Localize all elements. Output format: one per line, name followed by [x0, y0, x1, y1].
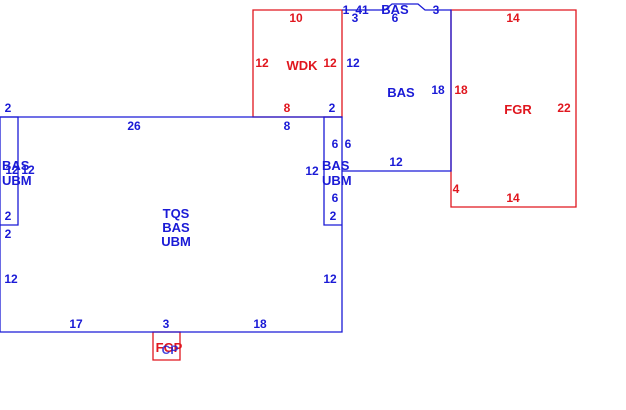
area-tqs: TQS	[163, 206, 190, 221]
area-wdk: WDK	[286, 58, 318, 73]
dim-right-wing-2: 2	[330, 209, 337, 223]
dim-bas-right-side: 12	[346, 56, 360, 70]
dim-main-bottom-18: 18	[253, 317, 267, 331]
area-bas-top-small: BAS	[381, 2, 409, 17]
area-fgr: FGR	[504, 102, 532, 117]
dim-main-left: 12	[4, 272, 18, 286]
dim-bas-top-3b: 3	[433, 3, 440, 17]
dim-fgr-right: 22	[557, 101, 571, 115]
dim-right-wing-6c: 6	[332, 191, 339, 205]
dim-wdk-bottom: 8	[284, 101, 291, 115]
dim-left-wing-side2: 2	[5, 227, 12, 241]
dim-fgr-left-low: 4	[453, 182, 460, 196]
dim-main-bottom-3: 3	[163, 317, 170, 331]
dim-wdk-top: 10	[289, 11, 303, 25]
dim-bas-bottom: 12	[389, 155, 403, 169]
area-bas-upper: BAS	[387, 85, 415, 100]
area-fgp: FGP	[156, 340, 183, 355]
right-wing-outline	[323, 116, 342, 226]
dim-fgr-bottom: 14	[506, 191, 520, 205]
dim-fgr-left: 18	[454, 83, 468, 97]
dim-bas-right-18: 18	[431, 83, 445, 97]
area-tqs-ubm: UBM	[161, 234, 191, 249]
bas-upper-outline	[342, 3, 452, 172]
dim-main-top-right: 8	[284, 119, 291, 133]
area-bas-left: BAS	[2, 158, 30, 173]
area-ubm-right: UBM	[322, 173, 352, 188]
dim-left-wing-top2: 12	[21, 163, 35, 177]
dim-main-top-right-small: 2	[329, 101, 336, 115]
main-outline	[0, 116, 343, 333]
left-wing-outline	[0, 116, 19, 226]
dim-wdk-left: 12	[255, 56, 269, 70]
dim-main-right: 12	[323, 272, 337, 286]
dim-right-wing-6b: 6	[345, 137, 352, 151]
dim-main-bottom-17: 17	[69, 317, 83, 331]
dim-wdk-right: 12	[323, 56, 337, 70]
dim-bas-top-6: 6	[392, 11, 399, 25]
dim-left-wing-top: 12	[5, 163, 19, 177]
dim-main-top-left: 2	[5, 101, 12, 115]
dim-right-wing-12: 12	[305, 164, 319, 178]
area-fgp-sub: CP	[162, 343, 179, 357]
dim-bas-top-1: 1	[343, 3, 350, 17]
dim-main-top: 26	[127, 119, 141, 133]
area-tqs-bas: BAS	[162, 220, 190, 235]
dim-bas-top-41: 41	[355, 3, 369, 17]
dim-bas-top-3a: 3	[352, 11, 359, 25]
dim-fgr-top: 14	[506, 11, 520, 25]
dim-left-wing-side: 2	[5, 209, 12, 223]
area-ubm-left: UBM	[2, 173, 32, 188]
dim-right-wing-6a: 6	[332, 137, 339, 151]
area-bas-right: BAS	[322, 158, 350, 173]
